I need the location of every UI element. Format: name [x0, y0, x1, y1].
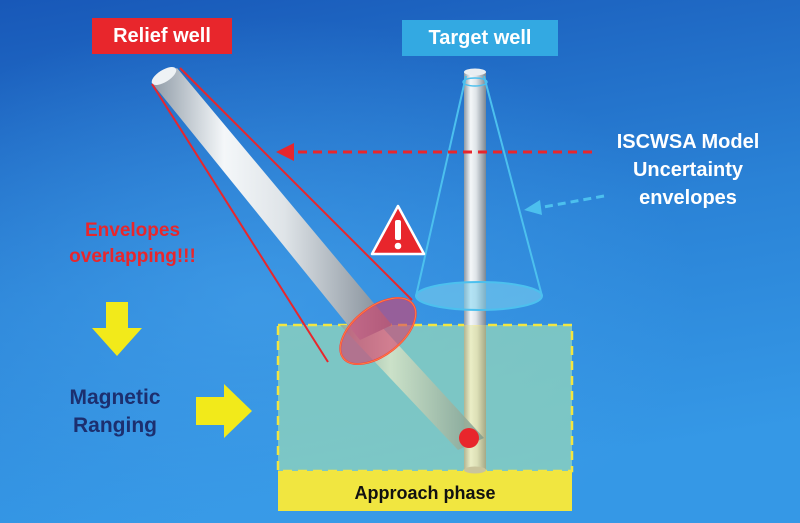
- relief-well-pipe: [151, 67, 392, 340]
- overlap-line-2: overlapping!!!: [69, 246, 196, 267]
- iscwsa-line-1: ISCWSA Model: [616, 131, 760, 153]
- overlap-line-1: Envelopes: [84, 220, 181, 241]
- envelopes-overlapping-label: Envelopes overlapping!!!: [50, 218, 215, 270]
- relief-uncertainty-envelope: [151, 67, 417, 366]
- approach-phase-bar: [278, 471, 572, 511]
- iscwsa-line-2: Uncertainty: [632, 159, 744, 181]
- relief-well-label: Relief well: [113, 25, 211, 47]
- intercept-point: [459, 428, 479, 448]
- warning-triangle-icon: [370, 204, 426, 256]
- ranging-line-1: Magnetic: [69, 386, 161, 409]
- target-uncertainty-cone: [415, 75, 543, 311]
- iscwsa-envelopes-label: ISCWSA Model Uncertainty envelopes: [588, 128, 788, 212]
- target-pointer-arrow: [524, 194, 605, 215]
- ranging-line-2: Ranging: [73, 414, 157, 437]
- iscwsa-line-3: envelopes: [639, 187, 737, 209]
- relief-pointer-arrow: [276, 143, 592, 161]
- target-well-tag-box: [402, 20, 558, 56]
- right-arrow-icon: [196, 384, 252, 438]
- target-well-label: Target well: [428, 27, 532, 49]
- approach-phase-label: Approach phase: [354, 483, 496, 503]
- magnetic-ranging-label: Magnetic Ranging: [40, 384, 190, 440]
- target-well-pipe: [464, 68, 486, 474]
- down-arrow-icon: [92, 302, 142, 356]
- relief-well-tag-box: [92, 18, 232, 54]
